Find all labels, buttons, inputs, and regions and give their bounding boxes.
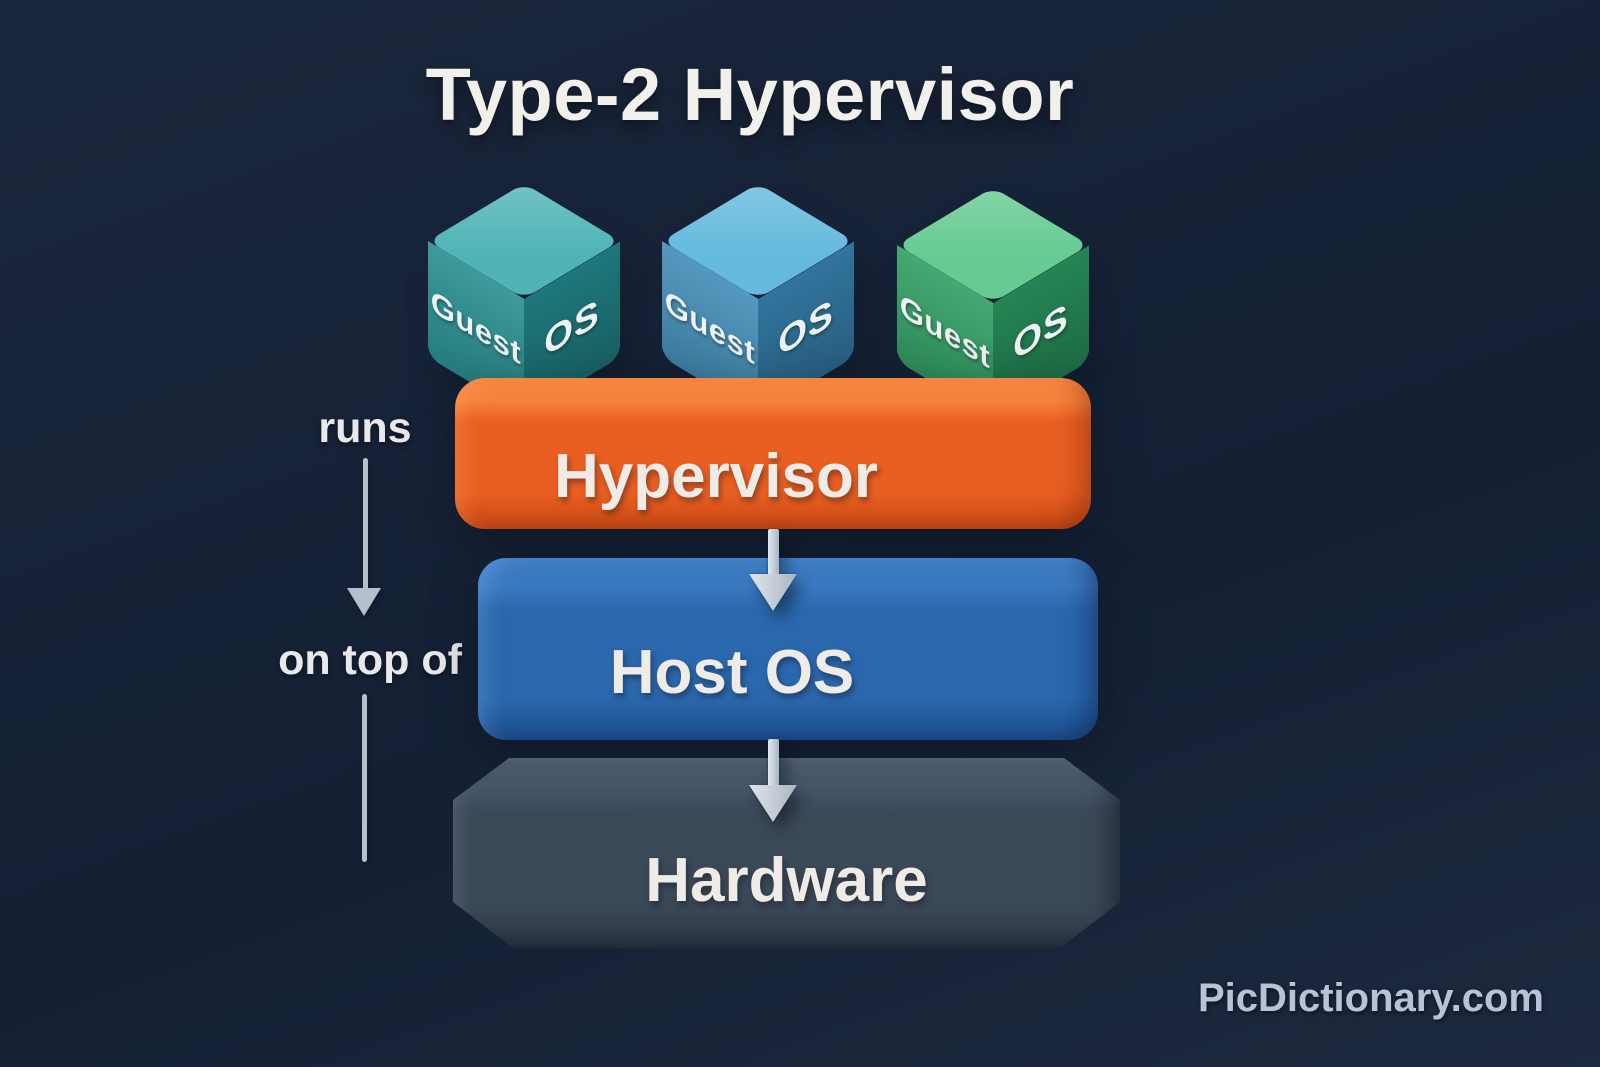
arrow-stem: [362, 458, 368, 590]
host-os-label: Host OS: [609, 637, 855, 707]
diagram-title: Type-2 Hypervisor: [425, 53, 1075, 136]
os-label: OS: [1013, 294, 1069, 369]
guest-label: Guest: [430, 282, 522, 372]
os-label: OS: [544, 290, 600, 365]
host-os-layer: Host OS: [478, 558, 1098, 740]
arrow-head: [749, 785, 797, 822]
hardware-label: Hardware: [645, 845, 928, 915]
guest-label: Guest: [664, 282, 756, 372]
arrow-head: [749, 574, 797, 611]
hardware-layer: Hardware: [453, 758, 1120, 948]
hypervisor-label: Hypervisor: [554, 442, 878, 511]
hypervisor-layer: Hypervisor: [455, 378, 1091, 529]
guest-label: Guest: [899, 286, 991, 376]
runs-label: runs: [318, 404, 412, 452]
watermark: PicDictionary.com: [1197, 976, 1544, 1020]
down-arrow-icon: [749, 529, 797, 611]
arrow-stem: [767, 529, 779, 574]
runs-arrow-icon: [347, 458, 383, 616]
connector-line: [362, 694, 367, 862]
arrow-head: [347, 588, 381, 616]
os-label: OS: [778, 290, 834, 365]
on-top-of-label: on top of: [278, 636, 462, 684]
down-arrow-icon: [749, 739, 797, 822]
arrow-stem: [767, 739, 779, 785]
